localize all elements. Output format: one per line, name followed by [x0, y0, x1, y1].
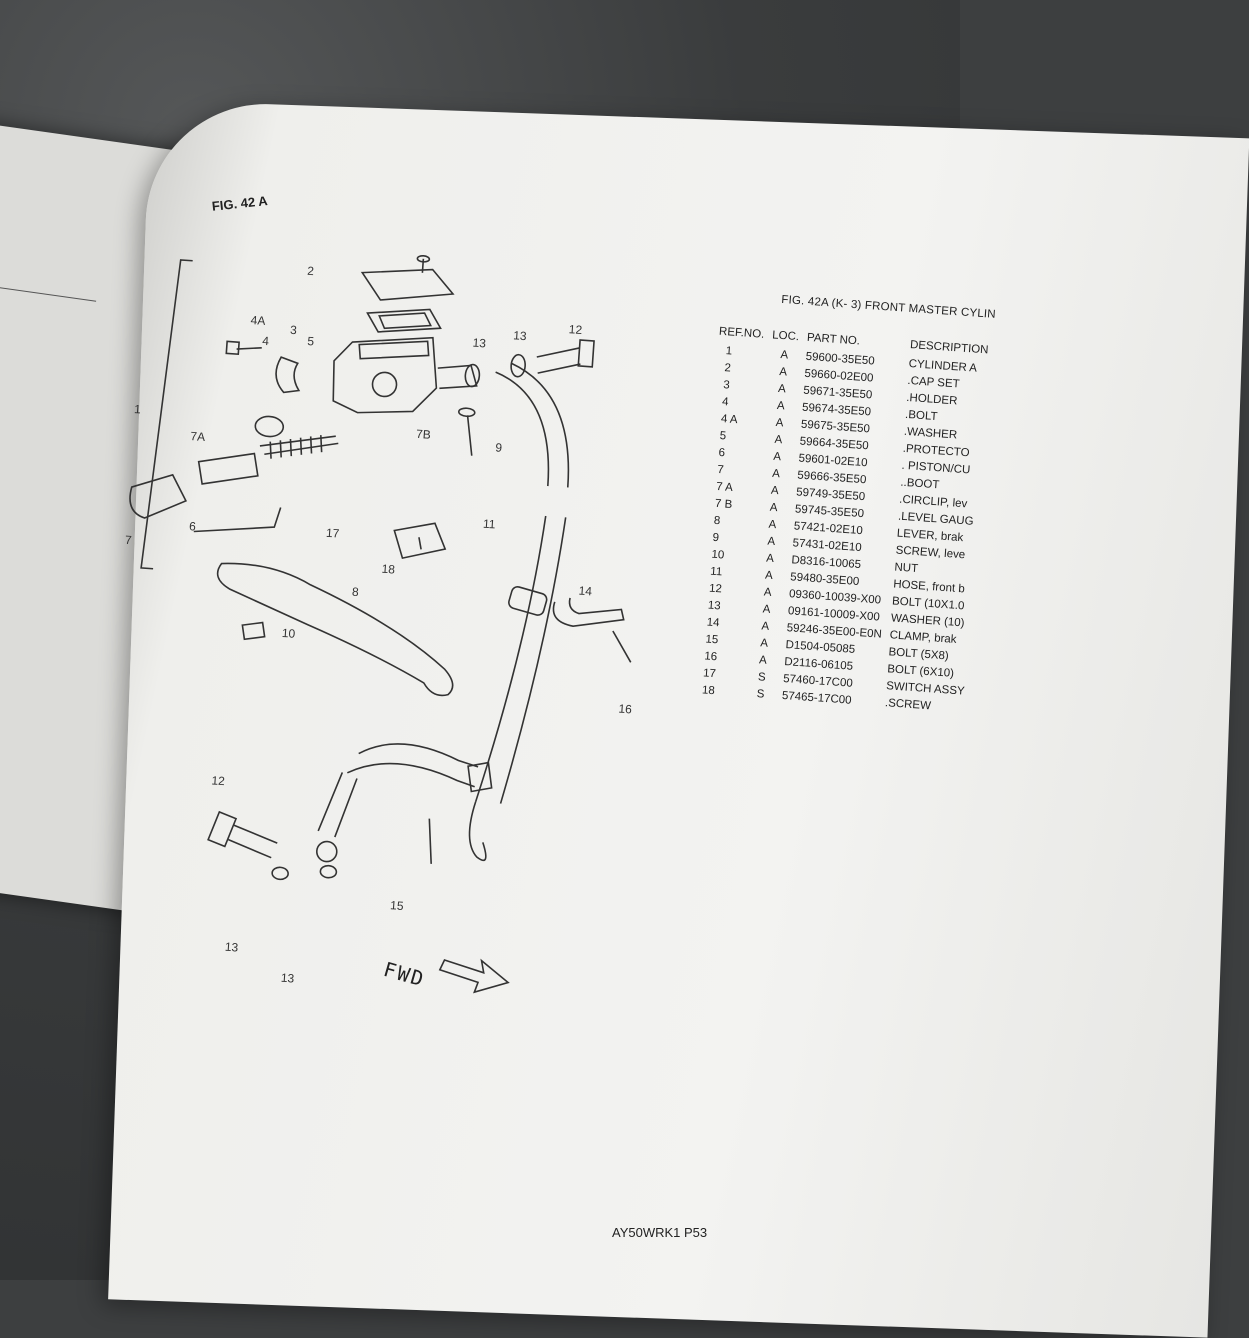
callout-14: 14 — [578, 583, 593, 599]
callout-18: 18 — [381, 561, 396, 577]
reservoir-cap — [360, 268, 455, 301]
callout-7: 7 — [124, 532, 133, 548]
callout-4: 4 — [261, 333, 270, 349]
master-cylinder-body — [332, 336, 438, 414]
callout-12a: 12 — [568, 322, 583, 338]
page-footer-code: AY50WRK1 P53 — [612, 1225, 708, 1240]
callout-13c: 13 — [224, 939, 239, 955]
callout-7b: 7B — [415, 426, 432, 442]
callout-12b: 12 — [210, 773, 226, 789]
callout-7a: 7A — [189, 429, 206, 445]
exploded-parts-diagram — [129, 255, 632, 994]
callout-13a: 13 — [472, 335, 487, 351]
callout-5: 5 — [306, 333, 315, 349]
callout-1: 1 — [133, 402, 142, 417]
piston-spring — [259, 435, 336, 447]
manual-page: FIG. 42 A — [108, 100, 1249, 1338]
callout-16: 16 — [617, 701, 633, 717]
cell-loc: S — [756, 687, 765, 701]
brake-switch — [393, 522, 447, 560]
hose-sleeve — [508, 586, 548, 616]
banjo-bolt-top — [536, 347, 581, 374]
banjo-bolt-lower — [228, 824, 278, 859]
lever-nut — [241, 621, 266, 641]
bracket-bolt — [428, 818, 432, 864]
callout-15: 15 — [389, 898, 405, 914]
holder — [275, 356, 301, 394]
callout-8: 8 — [351, 584, 360, 600]
clamp-bolt — [612, 630, 632, 663]
callout-11: 11 — [482, 516, 496, 532]
page-content: FIG. 42 A — [124, 193, 997, 994]
circlip — [254, 415, 285, 438]
brake-hose-lower — [468, 801, 487, 862]
callout-13b: 13 — [512, 328, 528, 344]
washer-lower-2 — [319, 864, 338, 879]
cap-gasket — [366, 308, 442, 333]
callout-2: 2 — [306, 263, 315, 279]
washer-lower-1 — [271, 866, 289, 881]
cylinder-port — [371, 371, 398, 398]
figure-label: FIG. 42 A — [211, 193, 269, 214]
banjo-fitting — [317, 772, 358, 838]
callout-3: 3 — [289, 322, 298, 338]
assembly-bracket — [140, 259, 193, 570]
brake-hose-upper — [495, 371, 550, 487]
hose-clamp — [552, 597, 625, 627]
washer-top-2 — [510, 353, 526, 378]
fwd-arrow — [438, 958, 510, 994]
boot — [129, 473, 188, 519]
brake-lever — [216, 562, 454, 697]
callout-9: 9 — [494, 440, 503, 455]
callout-17: 17 — [325, 525, 340, 541]
hose-bracket — [467, 761, 493, 793]
callout-6: 6 — [188, 519, 197, 534]
piston — [197, 452, 259, 485]
cell-ref: 18 — [701, 683, 716, 697]
holder-bolt — [236, 346, 262, 350]
callout-4a: 4A — [250, 312, 266, 328]
brake-hose — [474, 515, 547, 803]
callout-13d: 13 — [280, 970, 295, 986]
table-title: FIG. 42A (K- 3) FRONT MASTER CYLIN — [780, 293, 997, 321]
callout-10: 10 — [281, 625, 296, 641]
lever-screw — [466, 415, 473, 456]
washer-top-1 — [464, 363, 481, 388]
